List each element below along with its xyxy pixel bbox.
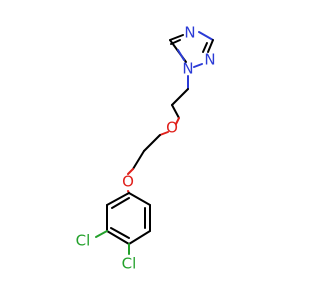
bond-ar-6-inner [111,197,130,209]
bond-ch2-o-lower [132,150,145,170]
atom-labels: N N N O O Cl Cl [76,24,216,273]
bond-o-upper-ch2 [159,131,169,136]
bond-ar-1 [128,192,151,206]
bond-ar-4-inner [110,227,130,239]
molecule-structure: N N N O O Cl Cl [76,24,216,273]
bond-ar-3 [128,230,151,245]
bond-c5-n4-double [170,39,181,45]
atom-label-o-upper: O [166,119,178,137]
bond-c5-n4 [169,34,184,41]
atom-label-n-right: N [204,51,215,69]
bond-c3-n2 [207,39,214,53]
bond-o-upper-link [175,117,180,125]
triazole-ring [169,31,214,68]
molecule-canvas: N N N O O Cl Cl [75,23,216,273]
atom-label-n-top: N [184,24,195,42]
atom-label-cl-upper: Cl [76,232,91,250]
atom-label-n-ring: N [182,60,193,78]
atom-label-cl-lower: Cl [122,255,137,273]
bond-n2-n1 [193,63,203,68]
bond-c3-n2-double [202,42,208,53]
bond-ar-4 [106,230,130,245]
bond-ch2-ch2 [171,88,189,106]
bond-c3-cl [95,230,108,238]
bond-n4-c3 [198,31,214,41]
bond-ch2-ch2-lower [143,134,161,152]
bond-ar-6 [106,192,130,206]
bond-n1-ring [177,49,185,61]
benzene-ring [106,192,151,245]
bond-o-lower-link [127,168,134,175]
chloro-substituents [95,230,130,255]
ethoxy-chain [127,75,189,194]
atom-label-o-lower: O [122,173,134,191]
bond-ch2-o-upper [171,104,180,119]
